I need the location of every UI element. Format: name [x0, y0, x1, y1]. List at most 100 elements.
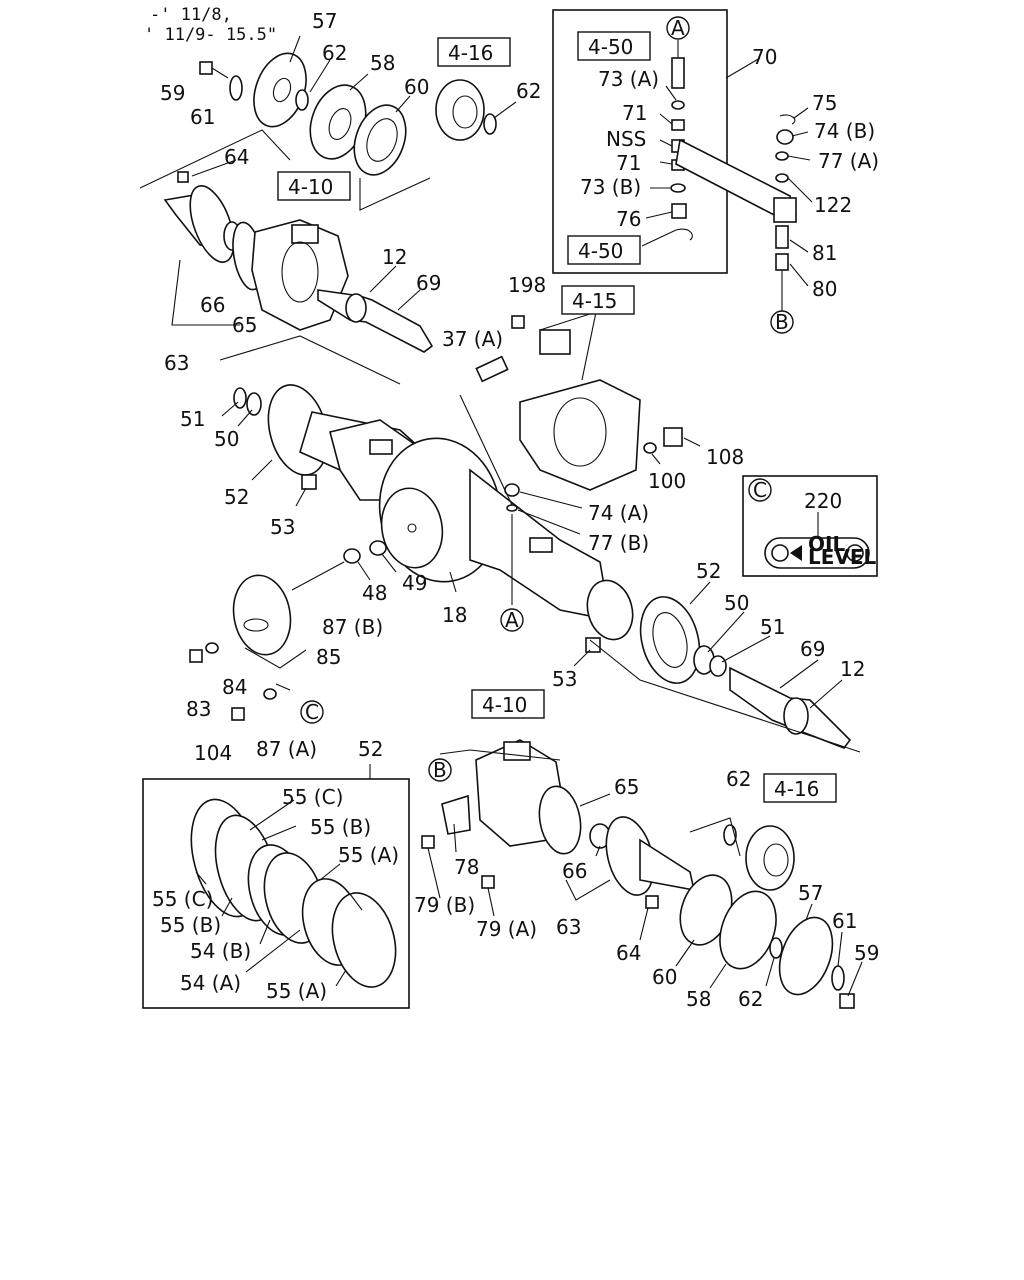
label-66-top: 66: [200, 293, 225, 317]
circle-marker-b-top: B: [770, 310, 794, 334]
label-64-bottom: 64: [616, 941, 641, 965]
label-69-right: 69: [800, 637, 825, 661]
svg-text:4-16: 4-16: [448, 41, 493, 65]
label-84: 84: [222, 675, 247, 699]
svg-text:4-16: 4-16: [774, 777, 819, 801]
upper-knuckle-assembly: [139, 129, 434, 385]
label-74a: 74 (A): [588, 501, 649, 525]
label-73b: 73 (B): [580, 175, 641, 199]
label-65-top: 65: [232, 313, 257, 337]
label-51-left: 51: [180, 407, 205, 431]
label-55b-lower: 55 (B): [160, 913, 221, 937]
label-77a: 77 (A): [818, 149, 879, 173]
label-78: 78: [454, 855, 479, 879]
label-85: 85: [316, 645, 341, 669]
label-61-top: 61: [190, 105, 215, 129]
label-52-right: 52: [696, 559, 721, 583]
oil-text: OIL: [808, 532, 845, 556]
part-labels: 57 62 58 60 62 59 61 64 66 65 63 12 69 7…: [152, 9, 879, 1011]
ref-box-4-15: 4-15: [561, 285, 635, 315]
label-87a: 87 (A): [256, 737, 317, 761]
label-54a: 54 (A): [180, 971, 241, 995]
label-198: 198: [508, 273, 546, 297]
label-79a: 79 (A): [476, 917, 537, 941]
label-59-bottom: 59: [854, 941, 879, 965]
label-63-top: 63: [164, 351, 189, 375]
label-80: 80: [812, 277, 837, 301]
label-100: 100: [648, 469, 686, 493]
label-58-top: 58: [370, 51, 395, 75]
label-nss: NSS: [606, 127, 646, 151]
svg-text:C: C: [753, 478, 767, 502]
label-57-bottom: 57: [798, 881, 823, 905]
ref-box-4-10-top: 4-10: [277, 171, 351, 201]
tie-rod-detail-box: [552, 9, 728, 274]
svg-text:B: B: [775, 310, 789, 334]
right-shaft-assembly: [585, 596, 861, 753]
differential-carrier: [459, 311, 683, 506]
label-54b: 54 (B): [190, 939, 251, 963]
label-61-bottom: 61: [832, 909, 857, 933]
ref-box-4-16-bottom: 4-16: [763, 773, 837, 803]
label-62-bottom-upper: 62: [726, 767, 751, 791]
ref-box-4-50-top: 4-50: [577, 31, 651, 61]
oil-level-plate: OIL LEVEL: [764, 512, 877, 569]
label-62-top-right: 62: [516, 79, 541, 103]
label-64-top: 64: [224, 145, 249, 169]
serial-note-line1: -' 11/8,: [150, 5, 232, 25]
label-55c-lower: 55 (C): [152, 887, 213, 911]
circle-marker-a-center: A: [500, 608, 524, 632]
label-60-bottom: 60: [652, 965, 677, 989]
seal-kit-parts: [190, 764, 397, 988]
label-48: 48: [362, 581, 387, 605]
svg-text:4-15: 4-15: [572, 289, 617, 313]
oil-level-detail-box: [742, 475, 878, 577]
tie-rod-arm: [675, 57, 798, 312]
circle-marker-c-box: C: [748, 478, 772, 502]
label-37a: 37 (A): [442, 327, 503, 351]
lower-knuckle-assembly: [421, 739, 855, 1009]
label-55a-lower: 55 (A): [266, 979, 327, 1003]
leader-lines: [191, 35, 863, 997]
svg-text:4-10: 4-10: [288, 175, 333, 199]
label-55a-upper: 55 (A): [338, 843, 399, 867]
label-55b-upper: 55 (B): [310, 815, 371, 839]
label-50-right: 50: [724, 591, 749, 615]
label-71-upper: 71: [622, 101, 647, 125]
circle-marker-c-center: C: [300, 700, 324, 724]
label-87b: 87 (B): [322, 615, 383, 639]
label-55c-upper: 55 (C): [282, 785, 343, 809]
label-12-right: 12: [840, 657, 865, 681]
label-53-left: 53: [270, 515, 295, 539]
label-104: 104: [194, 741, 232, 765]
label-53-right: 53: [552, 667, 577, 691]
label-18: 18: [442, 603, 467, 627]
label-52-box: 52: [358, 737, 383, 761]
label-74b: 74 (B): [814, 119, 875, 143]
circle-marker-a-top: A: [666, 16, 690, 40]
ref-box-4-10-bottom: 4-10: [471, 689, 545, 719]
top-left-hub-assembly: [199, 52, 497, 211]
label-73a: 73 (A): [598, 67, 659, 91]
svg-text:C: C: [305, 700, 319, 724]
label-83: 83: [186, 697, 211, 721]
label-12-top: 12: [382, 245, 407, 269]
label-79b: 79 (B): [414, 893, 475, 917]
label-49: 49: [402, 571, 427, 595]
label-65-bottom: 65: [614, 775, 639, 799]
label-81: 81: [812, 241, 837, 265]
serial-note-line2: ' 11/9- 15.5": [144, 25, 277, 45]
label-70: 70: [752, 45, 777, 69]
label-52-left: 52: [224, 485, 249, 509]
label-60-top: 60: [404, 75, 429, 99]
label-77b: 77 (B): [588, 531, 649, 555]
ref-box-4-16-top: 4-16: [437, 37, 511, 67]
svg-text:4-50: 4-50: [588, 35, 633, 59]
svg-text:A: A: [671, 16, 685, 40]
label-69-top: 69: [416, 271, 441, 295]
label-59-top: 59: [160, 81, 185, 105]
label-51-right: 51: [760, 615, 785, 639]
label-63-bottom: 63: [556, 915, 581, 939]
circle-marker-b-bottom: B: [428, 758, 452, 782]
